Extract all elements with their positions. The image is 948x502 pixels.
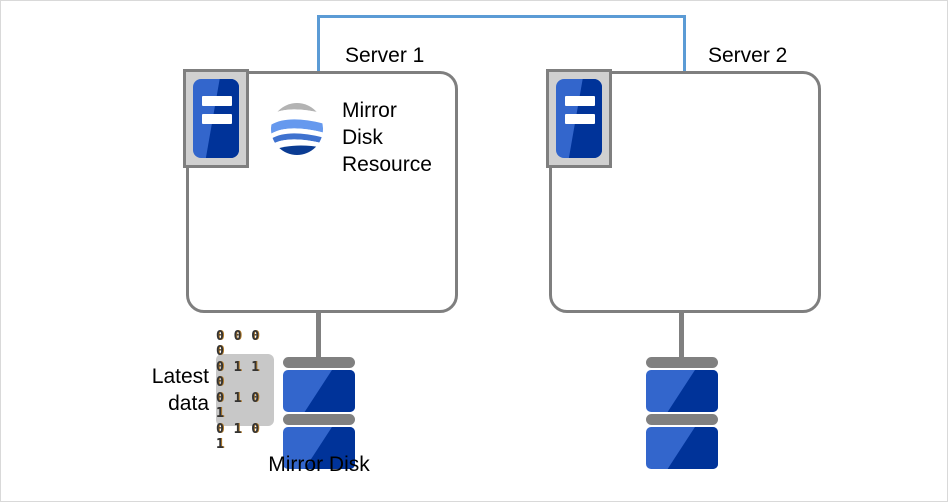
server-machine-bar-bottom: [202, 114, 232, 124]
latest-data-label: Latest data: [121, 363, 209, 417]
disk-slab-lower: [283, 427, 355, 469]
mirror-disk-stack-icon: [283, 357, 355, 471]
server-2-box: [549, 71, 821, 313]
latest-data-binary-block: 0 0 0 0 0 1 1 0 0 1 0 1 0 1 0 1: [216, 329, 274, 452]
disk-rim-middle: [646, 414, 718, 425]
disk-slab-upper: [646, 370, 718, 412]
mirror-disk-resource-line-1: Mirror: [342, 99, 397, 122]
server-machine-icon: [546, 69, 612, 168]
latest-data-line-2: data: [168, 392, 209, 415]
disk-cable-server-1: [316, 311, 321, 363]
disk-slab-lower: [646, 427, 718, 469]
disk-rim-top: [283, 357, 355, 368]
interconnect-line-right: [683, 15, 686, 72]
mirror-disk-label: Mirror Disk: [268, 453, 370, 476]
disk-rim-top: [646, 357, 718, 368]
disk-rim-middle: [283, 414, 355, 425]
disk-slab-upper: [283, 370, 355, 412]
server-machine-body: [556, 79, 602, 158]
binary-row: 0 1 1 0: [216, 359, 261, 390]
server-machine-bar-top: [565, 96, 595, 106]
latest-data-line-1: Latest: [151, 365, 209, 388]
binary-row: 0 1 0 1: [216, 421, 261, 452]
server-machine-body: [193, 79, 239, 158]
mirror-disk-resource-line-2: Disk: [342, 126, 383, 149]
disk-cable-server-2: [679, 311, 684, 363]
server-machine-bar-bottom: [565, 114, 595, 124]
server-machine-icon: [183, 69, 249, 168]
binary-row: 0 0 0 0: [216, 328, 261, 359]
binary-row: 0 1 0 1: [216, 390, 261, 421]
server-2-label: Server 2: [708, 44, 788, 67]
server-machine-bar-top: [202, 96, 232, 106]
disk-slab-shade: [667, 370, 718, 412]
mirror-disk-resource-globe-icon: [271, 103, 323, 155]
server-1-label: Server 1: [345, 44, 425, 67]
disk-slab-shade: [667, 427, 718, 469]
disk-slab-shade: [304, 370, 355, 412]
mirror-disk-resource-line-3: Resource: [342, 153, 432, 176]
interconnect-line-left: [317, 15, 320, 72]
mirror-disk-stack-icon: [646, 357, 718, 471]
mirror-disk-resource-label: Mirror Disk Resource: [342, 97, 432, 178]
interconnect-line-top: [317, 15, 686, 18]
